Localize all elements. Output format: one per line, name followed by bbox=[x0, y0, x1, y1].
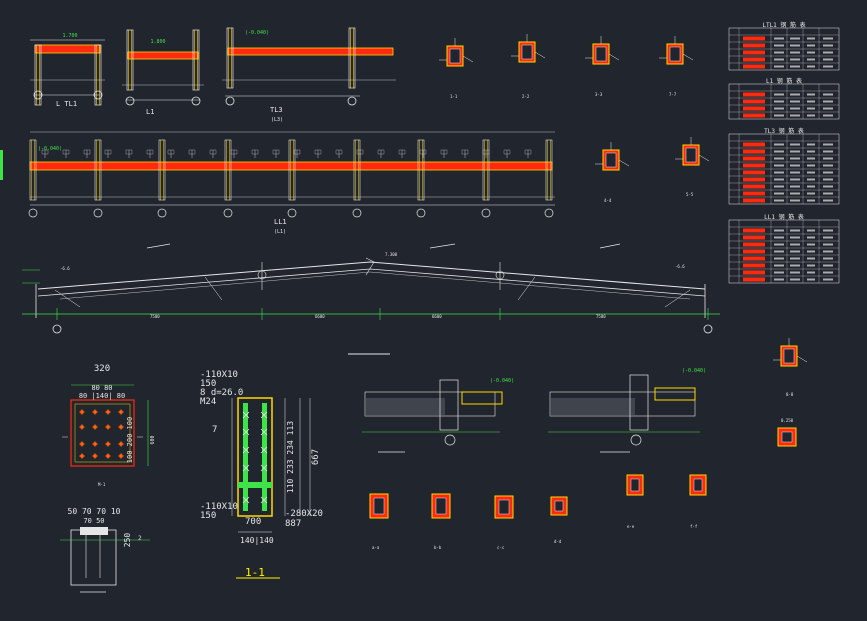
mid-sections: 4-4 5-5 bbox=[594, 136, 710, 203]
haunch-detail-right: (-0.040) bbox=[548, 368, 706, 453]
caption-2-2: 2-2 bbox=[522, 94, 530, 99]
roof-frame-elevation: -6.6 7.300 -6.6 7500 6600 6600 7500 bbox=[22, 243, 720, 355]
label-tl3-sub: (L3) bbox=[271, 117, 283, 123]
svg-text:0.250: 0.250 bbox=[781, 418, 794, 423]
cap-d: d-d bbox=[554, 539, 562, 544]
conn-right-total: 667 bbox=[311, 449, 321, 465]
caption-3-3: 3-3 bbox=[595, 92, 603, 97]
roof-note-ridge: 7.300 bbox=[385, 252, 398, 257]
conn-section-label: 1-1 bbox=[245, 566, 265, 579]
conn-web-plate: -280X20 bbox=[285, 509, 323, 519]
caption-5-5: 5-5 bbox=[686, 192, 694, 197]
label-ltl1: L TL1 bbox=[56, 100, 77, 108]
roof-dim-3: 6600 bbox=[432, 314, 442, 319]
left-edge-marker bbox=[0, 150, 3, 180]
conn-web-w: 887 bbox=[285, 519, 301, 529]
ll1-elevation: (-0.040) bbox=[38, 146, 62, 152]
roof-dim-4: 7500 bbox=[596, 314, 606, 319]
haunch-right-elevation: (-0.040) bbox=[682, 368, 706, 374]
haunch-detail-left: (-0.040) bbox=[362, 378, 514, 453]
rebar-table-1: L1 钢 筋 表 bbox=[728, 77, 840, 120]
frame-tl3: (-0.040) TL3 (L3) bbox=[222, 27, 396, 123]
conn-plate-bot: -110X10 bbox=[200, 502, 238, 512]
label-tl3: TL3 bbox=[270, 106, 283, 114]
pedestal-sub-dims: 70 50 bbox=[83, 517, 104, 525]
cap-f: f-f bbox=[690, 524, 698, 529]
label-ll1-sub: (L1) bbox=[274, 229, 286, 235]
bottom-sections: a-a b-b c-c d-d e-e f-f bbox=[369, 474, 707, 550]
conn-right-dims: 110 233 234 113 bbox=[286, 421, 295, 493]
base-plate-sub: 80 80 bbox=[91, 384, 112, 392]
tl3-elevation: (-0.040) bbox=[245, 30, 269, 36]
rebar-table-2: TL3 钢 筋 表 bbox=[728, 127, 840, 205]
base-plate-height: 600 bbox=[150, 435, 156, 444]
roof-dim-1: 7500 bbox=[150, 314, 160, 319]
caption-7-7: 7-7 bbox=[669, 92, 677, 97]
pedestal-section: 50 70 70 10 70 50 250 2 bbox=[60, 507, 150, 593]
detail-8-8: 8-8 0.250 bbox=[772, 337, 808, 447]
base-plate-right: 100 200 100 bbox=[126, 417, 134, 463]
connection-detail: -110X10 150 8 d=26.0 M24 -110X10 150 -28… bbox=[200, 370, 323, 579]
roof-note-right: -6.6 bbox=[675, 264, 685, 269]
conn-weld-7: 7 bbox=[212, 425, 217, 435]
table-title: L1 钢 筋 表 bbox=[766, 77, 802, 85]
label-l1: L1 bbox=[146, 108, 154, 116]
conn-plate-bot-w: 150 bbox=[200, 511, 216, 521]
svg-text:1.700: 1.700 bbox=[62, 33, 77, 39]
cap-b: b-b bbox=[434, 545, 442, 550]
caption-4-4: 4-4 bbox=[604, 198, 612, 203]
conn-bolt: 8 d=26.0 bbox=[200, 388, 243, 398]
table-title: TL3 钢 筋 表 bbox=[764, 127, 804, 135]
frame-ll1: (-0.040) LL1 (L1) bbox=[28, 131, 555, 235]
base-plate-plan: 320 80 80 80 |140| 80 100 200 100 600 M-… bbox=[62, 364, 156, 487]
conn-plate-top-w: 150 bbox=[200, 379, 216, 389]
pedestal-right-dim2: 2 bbox=[138, 535, 142, 542]
table-title: LL1 钢 筋 表 bbox=[764, 213, 804, 221]
base-plate-sub2: 80 |140| 80 bbox=[79, 392, 125, 400]
table-title: LTL1 钢 筋 表 bbox=[762, 21, 805, 29]
caption-1-1: 1-1 bbox=[450, 94, 458, 99]
top-sections: 1-1 2-2 3-3 7-7 bbox=[438, 33, 694, 99]
cap-c: c-c bbox=[497, 545, 505, 550]
rebar-table-3: LL1 钢 筋 表 bbox=[728, 213, 840, 284]
conn-plate-top: -110X10 bbox=[200, 370, 238, 380]
pedestal-right-dim: 250 bbox=[123, 533, 132, 548]
rebar-tables: LTL1 钢 筋 表 L1 钢 筋 表 TL3 钢 筋 表 LL1 钢 筋 表 bbox=[728, 21, 840, 284]
label-ll1: LL1 bbox=[274, 218, 287, 226]
cap-a: a-a bbox=[372, 545, 380, 550]
base-plate-width: 320 bbox=[94, 364, 110, 374]
caption-8-8: 8-8 bbox=[786, 392, 794, 397]
svg-text:1.800: 1.800 bbox=[150, 39, 165, 45]
roof-note-left: -6.6 bbox=[60, 266, 70, 271]
base-plate-caption: M-1 bbox=[98, 482, 106, 487]
rebar-table-0: LTL1 钢 筋 表 bbox=[728, 21, 840, 71]
frame-ltl1: 1.700 L TL1 bbox=[30, 33, 105, 108]
cap-e: e-e bbox=[627, 524, 635, 529]
conn-bottom-sub: 140|140 bbox=[240, 536, 274, 545]
conn-bolt-grade: M24 bbox=[200, 397, 216, 407]
pedestal-top-dims: 50 70 70 10 bbox=[68, 507, 121, 516]
frame-l1: 1.800 L1 bbox=[122, 29, 204, 116]
roof-dim-2: 6600 bbox=[315, 314, 325, 319]
haunch-left-elevation: (-0.040) bbox=[490, 378, 514, 384]
conn-bottom-dim: 700 bbox=[245, 517, 261, 527]
